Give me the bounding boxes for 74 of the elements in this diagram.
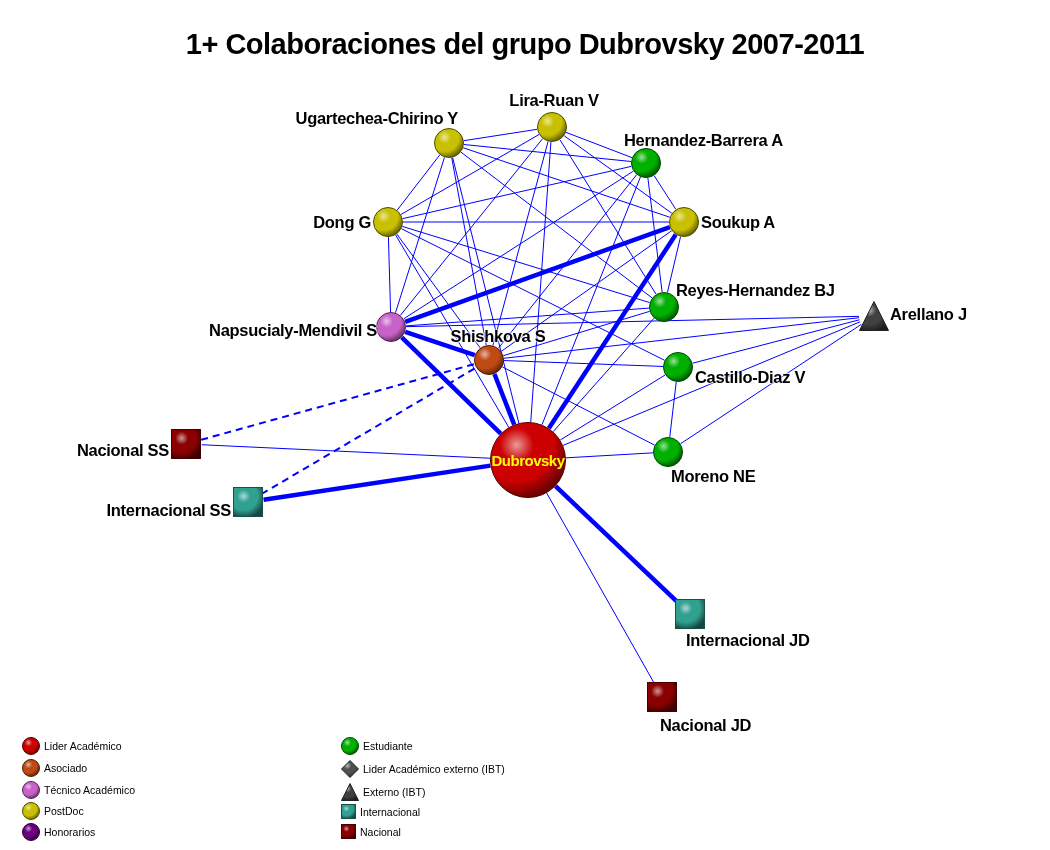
connector-line	[552, 317, 655, 433]
connector-line	[501, 366, 656, 446]
connector-line	[502, 310, 651, 357]
legend-label: Estudiante	[363, 740, 413, 752]
connector-line	[497, 174, 638, 349]
connector-line	[402, 165, 632, 220]
node-label: Dubrovsky	[491, 452, 565, 468]
node-label: Lira-Ruan V	[509, 91, 599, 109]
connector-line	[680, 323, 862, 445]
node-label: Dong G	[313, 213, 371, 231]
node-label: Internacional SS	[106, 501, 231, 519]
connector-line	[546, 233, 678, 430]
connector-line	[396, 233, 481, 349]
connector-line	[541, 176, 641, 426]
node-label: Nacional JD	[660, 716, 752, 734]
connector-line	[401, 225, 651, 304]
legend-label: Nacional	[360, 825, 401, 838]
legend-label: Internacional	[360, 805, 421, 818]
connector-line	[400, 134, 540, 215]
legend-label: Externo (IBT)	[363, 786, 426, 798]
connector-line	[460, 151, 653, 299]
node-label: Hernandez-Barrera A	[624, 131, 783, 149]
legend-label: PostDoc	[44, 805, 84, 817]
connector-line	[399, 138, 544, 316]
connector-line	[404, 329, 476, 358]
connector-line	[546, 492, 655, 684]
connector-line	[405, 307, 650, 327]
connector-line	[559, 374, 666, 441]
connector-line	[653, 175, 677, 210]
node-label: Arellano J	[890, 305, 967, 323]
connector-line	[666, 236, 682, 293]
connector-line	[263, 463, 491, 502]
connector-line	[647, 177, 663, 293]
node-label: Internacional JD	[686, 631, 810, 649]
connector-line	[462, 147, 671, 218]
connector-line	[692, 319, 860, 364]
connector-line	[503, 360, 664, 367]
node-label: Moreno NE	[671, 467, 756, 485]
dashed-connector	[200, 363, 476, 441]
connector-line	[492, 373, 517, 426]
connector-line	[559, 139, 657, 295]
legend-label: Asociado	[44, 762, 88, 774]
connector-line	[395, 234, 510, 428]
connector-line	[404, 224, 671, 325]
connector-line	[387, 236, 392, 313]
node-label: Napsucialy-Mendivil S	[209, 321, 377, 339]
connector-line	[400, 228, 666, 361]
legend-label: Técnico Académico	[44, 784, 136, 796]
connector-line	[565, 452, 654, 459]
connector-line	[452, 157, 520, 424]
node-label: Soukup A	[701, 213, 775, 231]
connector-line	[402, 221, 670, 223]
connector-line	[669, 381, 677, 438]
node-label: Reyes-Hernandez BJ	[676, 281, 835, 299]
connector-line	[563, 135, 673, 214]
connector-line	[201, 444, 491, 459]
connector-line	[565, 131, 633, 159]
connector-line	[405, 315, 860, 328]
node-label: Nacional SS	[76, 441, 169, 459]
connector-line	[492, 141, 549, 346]
connector-line	[463, 144, 632, 162]
connector-line	[500, 230, 673, 352]
connector-line	[396, 154, 441, 211]
node-label: Ugartechea-Chirino Y	[295, 109, 458, 127]
connector-line	[395, 156, 445, 314]
legend-label: Lider Académico externo (IBT)	[363, 763, 505, 775]
connector-line	[503, 317, 860, 359]
connector-line	[463, 128, 538, 142]
connector-line	[403, 170, 634, 320]
connector-line	[400, 335, 503, 436]
legend-label: Lider Académico	[44, 740, 122, 752]
legend-label: Honorarios	[44, 826, 96, 838]
connector-line	[530, 141, 552, 423]
title: 1+ Colaboraciones del grupo Dubrovsky 2007-2011	[184, 28, 866, 61]
